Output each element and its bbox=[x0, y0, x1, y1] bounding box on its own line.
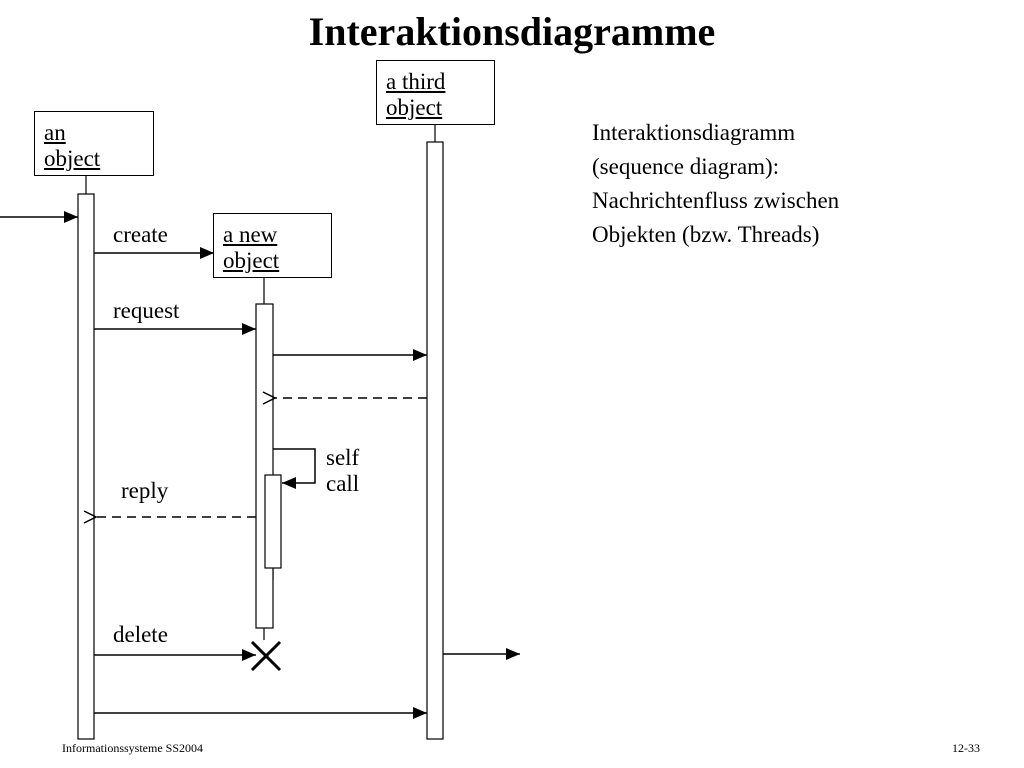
object-name-line: a new bbox=[223, 222, 278, 247]
message-label-create: create bbox=[113, 222, 168, 247]
object-name-line: object bbox=[223, 248, 280, 273]
object-name-line: object bbox=[386, 95, 443, 120]
object-box-a-third-object: a third object bbox=[376, 60, 495, 125]
object-box-a-new-object: a new object bbox=[213, 213, 332, 278]
diagram-description: Interaktionsdiagramm (sequence diagram):… bbox=[592, 116, 952, 252]
object-name-line: object bbox=[44, 146, 101, 171]
message-label-reply: reply bbox=[121, 478, 169, 503]
page-title: Interaktionsdiagramme bbox=[308, 9, 716, 54]
activation-an-object bbox=[77, 193, 95, 740]
destroy-x-icon bbox=[250, 640, 282, 672]
self-call-arrow bbox=[273, 448, 316, 489]
self-call-line: self bbox=[326, 445, 360, 470]
self-call-line: call bbox=[326, 471, 360, 496]
activation-a-new-object bbox=[255, 303, 274, 629]
footer-page-number: 12-33 bbox=[952, 741, 980, 755]
description-line: Nachrichtenfluss zwischen bbox=[592, 188, 840, 213]
activation-self-call bbox=[264, 474, 282, 569]
object-name-line: a third bbox=[386, 69, 446, 94]
description-line: (sequence diagram): bbox=[592, 154, 780, 179]
object-box-an-object: an object bbox=[34, 111, 154, 176]
message-label-self-call: self call bbox=[326, 445, 359, 497]
description-line: Interaktionsdiagramm bbox=[592, 120, 796, 145]
description-line: Objekten (bzw. Threads) bbox=[592, 222, 820, 247]
object-name-line: an bbox=[44, 120, 66, 145]
activation-a-third-object bbox=[426, 141, 444, 740]
message-label-delete: delete bbox=[113, 622, 168, 647]
footer-course: Informationssysteme SS2004 bbox=[62, 741, 203, 755]
message-label-request: request bbox=[113, 298, 180, 323]
